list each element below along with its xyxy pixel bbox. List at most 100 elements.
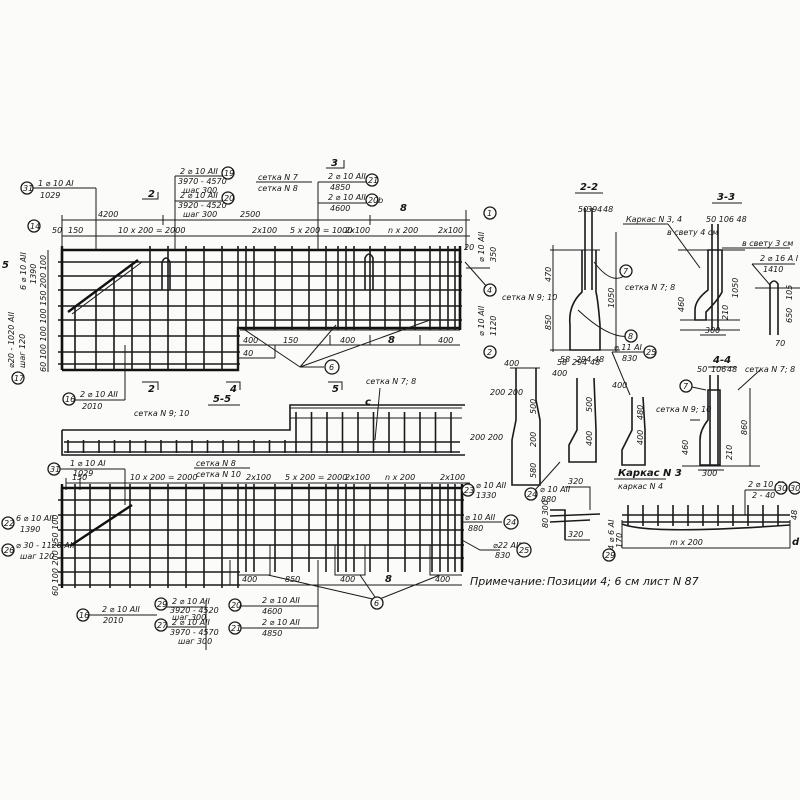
- dim-label: 294: [576, 355, 591, 364]
- dim-label: 40: [243, 349, 253, 358]
- dim-label: 2x100: [440, 473, 465, 482]
- position-number: 30a: [790, 484, 800, 493]
- dim-label: c: [365, 397, 371, 408]
- position-number: 31: [50, 465, 60, 474]
- dim-label: 400: [435, 575, 450, 584]
- section-4-4: 4-4 50 106 48 сетка N 7; 8 300 860 460 2…: [656, 355, 795, 478]
- callout-note: шаг 300: [178, 637, 212, 646]
- bent-bar: [67, 259, 139, 313]
- bottom-frame-ties: [627, 505, 779, 526]
- callout-top: 2 ⌀ 16 A I: [760, 254, 799, 263]
- bottom-dim-lines: [65, 478, 470, 490]
- mesh-label: сетка N 9; 10: [502, 293, 557, 302]
- position-number: 21: [368, 176, 378, 185]
- left-dims: 60 100 200 150 100: [51, 515, 60, 596]
- bottom-plan-view: сетка N 8 сетка N 10 150 10 x 200 = 2000…: [1, 459, 532, 650]
- position-marker: [643, 345, 657, 359]
- callout-bottom: 350: [489, 247, 498, 262]
- position-number: 29: [605, 551, 615, 560]
- dim-label: 2x100: [345, 473, 370, 482]
- callout-top: ⌀22 AII: [493, 541, 521, 550]
- position-marker: [27, 219, 41, 233]
- callout-bottom: 3970 - 4570: [170, 628, 219, 637]
- dim-label: 500: [585, 397, 594, 412]
- dim-label: 850: [544, 315, 553, 330]
- bottom-frame-detail: m x 200 2 ⌀ 10 AI 2 - 40 30 30a 4 ⌀ 6 AI…: [602, 480, 800, 562]
- callout-bottom: 2010: [82, 402, 102, 411]
- dim-label: 70: [775, 339, 785, 348]
- dim-label: 320: [568, 530, 583, 539]
- callout-top: 2 ⌀ 10 AII: [80, 390, 119, 399]
- callout-bottom: 880: [541, 495, 556, 504]
- callout-top: 6 ⌀ 10 AII: [16, 514, 55, 523]
- callout-top: 2 ⌀ 10 AII: [180, 167, 219, 176]
- dim-label: 400: [438, 336, 453, 345]
- note-text: Позиции 4; 6 см лист N 87: [547, 575, 699, 588]
- callout-bottom: 1390: [20, 525, 40, 534]
- dim-label: 48: [590, 358, 600, 367]
- dim-label: n x 200: [388, 226, 418, 235]
- loop-bar: [364, 253, 374, 290]
- dim-label: 500: [529, 399, 538, 414]
- position-number: 20: [231, 601, 241, 610]
- position-marker: [365, 193, 379, 207]
- callout-top: ⌀ 11 AI: [614, 343, 643, 352]
- callout-top: 4 ⌀ 6 AI: [607, 519, 616, 550]
- callout-top: 2 ⌀ 10 AI: [748, 480, 784, 489]
- dim-label: 10 x 200 = 2000: [130, 473, 197, 482]
- callout-bottom: 4850: [330, 183, 350, 192]
- section-mark: 5: [2, 260, 9, 271]
- frame-views: 400 500 200 580 400 58 294 48 500 400 40…: [490, 343, 682, 504]
- position-number: 20b: [368, 196, 383, 205]
- callout-bottom: 4600: [330, 204, 350, 213]
- note-label: Примечание:: [470, 575, 546, 588]
- bent-bar: [69, 503, 133, 548]
- callout-top: 2 ⌀ 10 AII: [328, 172, 367, 181]
- position-number: 6: [374, 599, 379, 608]
- callout-bottom: 830: [622, 354, 637, 363]
- position-number: 29: [157, 600, 167, 609]
- callout-bottom: шаг 120: [20, 552, 54, 561]
- left-dims: 60 100 100 100 150 200 100: [39, 255, 48, 372]
- callout-bottom: 170: [615, 533, 624, 548]
- frame-label: Каркас N 3, 4: [626, 215, 682, 224]
- position-number: 24: [527, 490, 537, 499]
- position-marker: [483, 283, 497, 297]
- position-number: 25: [519, 546, 529, 555]
- position-marker: [11, 371, 25, 385]
- callout-top: 2 ⌀ 10 AII: [328, 193, 367, 202]
- step-dims: [238, 319, 460, 368]
- dim-label: 50 106 48: [706, 215, 747, 224]
- dim-label: 50: [697, 365, 707, 374]
- callout-top: 1 ⌀ 10 AI: [38, 179, 74, 188]
- callout-top: 6 ⌀ 10 AII: [19, 251, 28, 290]
- position-number: 31: [23, 184, 33, 193]
- frame-label: Каркас N 3: [618, 468, 682, 479]
- position-marker: [483, 206, 497, 220]
- callout-top: ⌀ 30 - 1120 AII: [16, 541, 75, 550]
- callout-bottom: 4850: [262, 629, 282, 638]
- position-number: 24: [506, 518, 516, 527]
- dim-label: 200 200: [490, 388, 523, 397]
- callout-bottom: 830: [495, 551, 510, 560]
- callout-bottom: 2 - 40: [752, 491, 775, 500]
- loop-bar: [161, 257, 171, 290]
- dim-label: 400: [552, 369, 567, 378]
- bottom-mesh-outline: [60, 486, 464, 585]
- dim-label: 1050: [607, 288, 616, 308]
- callout-note: шаг 300: [183, 210, 217, 219]
- callout-bottom: 1410: [763, 265, 783, 274]
- callout-bottom: 2010: [103, 616, 123, 625]
- callout-bottom: 1029: [40, 191, 60, 200]
- top-plan-view: 4200 50 150 10 x 200 = 2000 2500 2x100 5…: [2, 158, 557, 411]
- dim-label: 2x100: [345, 226, 370, 235]
- dim-label: 210: [721, 305, 730, 320]
- dim-label: 460: [681, 440, 690, 455]
- position-number: 25: [646, 348, 656, 357]
- position-number: 23: [464, 486, 474, 495]
- callout-bottom: 1330: [476, 491, 496, 500]
- position-marker: [228, 621, 242, 635]
- callout-note: шаг 300: [183, 186, 217, 195]
- bottom-transverse-bars: [60, 484, 464, 588]
